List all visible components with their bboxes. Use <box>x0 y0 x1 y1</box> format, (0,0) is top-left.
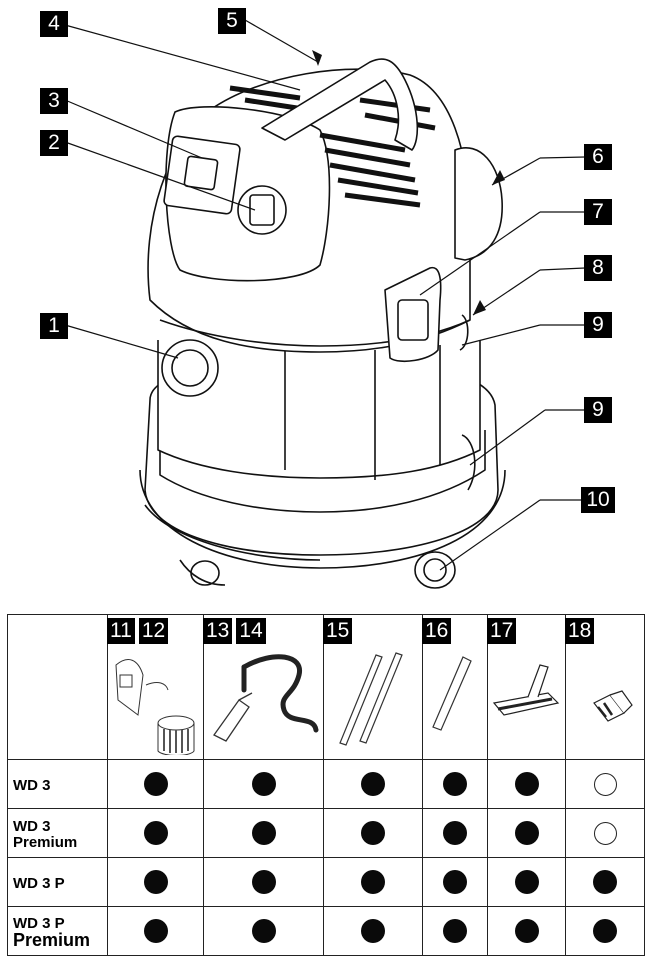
accessory-17-cell: 17 <box>487 614 566 760</box>
availability-cell <box>203 808 324 858</box>
callout-10: 10 <box>581 487 615 513</box>
availability-cell <box>203 906 324 956</box>
model-row-wd3: WD 3 <box>7 759 645 809</box>
vacuum-cleaner-drawing <box>64 19 586 589</box>
included-dot <box>251 772 276 796</box>
availability-cell <box>107 906 204 956</box>
availability-cell <box>203 857 324 907</box>
optional-dot <box>594 773 617 796</box>
availability-cell <box>565 808 645 858</box>
included-dot <box>251 821 276 845</box>
accessory-number: 15 <box>323 618 353 644</box>
included-dot <box>443 870 467 894</box>
availability-cell <box>565 857 645 907</box>
model-name: WD 3 P <box>13 915 65 932</box>
included-dot <box>593 919 617 943</box>
model-name-cell: WD 3 P <box>7 857 108 907</box>
availability-cell <box>487 906 566 956</box>
callout-5: 5 <box>218 8 246 34</box>
included-dot <box>514 772 539 796</box>
availability-cell <box>323 759 423 809</box>
accessory-15-cell: 15 <box>323 614 423 760</box>
availability-cell <box>422 759 488 809</box>
availability-cell <box>565 759 645 809</box>
filter-bag-and-cartridge-icon <box>115 659 195 755</box>
empty-header-cell <box>7 614 108 760</box>
availability-cell <box>107 759 204 809</box>
availability-cell <box>323 906 423 956</box>
included-dot <box>593 870 617 894</box>
availability-cell <box>422 808 488 858</box>
availability-cell <box>323 808 423 858</box>
model-name-suffix: Premium <box>13 834 78 851</box>
included-dot <box>143 919 168 943</box>
callout-3: 3 <box>40 88 68 114</box>
availability-cell <box>107 857 204 907</box>
accessory-number: 18 <box>565 618 595 644</box>
callout-9b: 9 <box>584 397 612 423</box>
model-name: WD 3 P <box>13 875 65 892</box>
accessory-number: 13 <box>203 618 233 644</box>
model-name: WD 3 <box>13 818 51 835</box>
callout-4: 4 <box>40 11 68 37</box>
availability-cell <box>107 808 204 858</box>
accessory-18-cell: 18 <box>565 614 645 760</box>
included-dot <box>443 821 467 845</box>
suction-tubes-icon <box>339 652 403 746</box>
callout-1: 1 <box>40 313 68 339</box>
callout-6: 6 <box>584 144 612 170</box>
adapter-icon <box>593 690 633 722</box>
availability-cell <box>487 857 566 907</box>
accessory-number: 14 <box>236 618 266 644</box>
availability-cell <box>323 857 423 907</box>
included-dot <box>361 919 385 943</box>
availability-cell <box>487 759 566 809</box>
optional-dot <box>594 822 617 845</box>
availability-cell <box>487 808 566 858</box>
included-dot <box>443 919 467 943</box>
callout-8: 8 <box>584 255 612 281</box>
included-dot <box>143 821 168 845</box>
included-dot <box>251 870 276 894</box>
included-dot <box>361 772 385 796</box>
accessory-number: 17 <box>487 618 517 644</box>
included-dot <box>443 772 467 796</box>
accessory-number: 16 <box>422 618 452 644</box>
included-dot <box>514 870 539 894</box>
callout-9a: 9 <box>584 312 612 338</box>
model-row-wd3p: WD 3 P <box>7 857 645 907</box>
included-dot <box>514 821 539 845</box>
included-dot <box>361 821 385 845</box>
vacuum-cleaner-illustration <box>64 19 586 589</box>
included-dot <box>143 772 168 796</box>
crevice-nozzle-icon <box>432 656 472 731</box>
model-name-cell: WD 3 <box>7 759 108 809</box>
accessory-number: 11 <box>107 618 135 644</box>
included-dot <box>251 919 276 943</box>
included-dot <box>143 870 168 894</box>
suction-hose-icon <box>213 654 319 742</box>
accessory-number: 12 <box>138 618 169 644</box>
availability-cell <box>203 759 324 809</box>
availability-cell <box>422 906 488 956</box>
included-dot <box>514 919 539 943</box>
callout-7: 7 <box>584 199 612 225</box>
accessory-16-cell: 16 <box>422 614 488 760</box>
availability-cell <box>422 857 488 907</box>
availability-cell <box>565 906 645 956</box>
floor-nozzle-icon <box>492 664 560 716</box>
callout-2: 2 <box>40 130 68 156</box>
model-name-suffix: Premium <box>13 930 91 950</box>
included-dot <box>361 870 385 894</box>
model-name: WD 3 <box>13 777 51 794</box>
